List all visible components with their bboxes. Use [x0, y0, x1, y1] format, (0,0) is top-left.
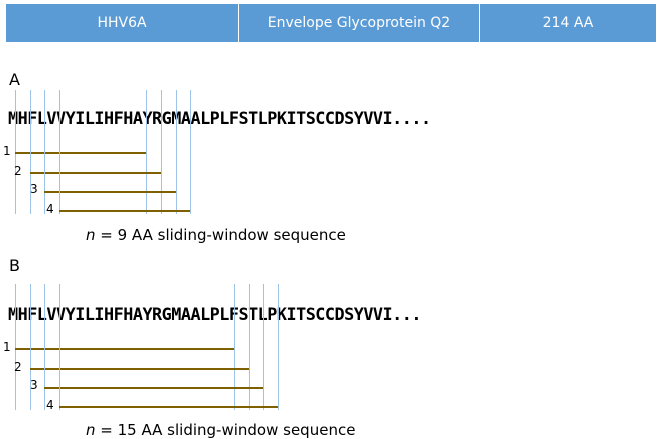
sequence-ellipsis: ....: [392, 108, 431, 128]
window-end-guide: [161, 90, 162, 214]
window-number: 2: [14, 164, 22, 178]
window-bar: [29, 368, 249, 370]
sequence-text: MHFLVVYILIHFHAYRGMAALPLFSTLPKITSCCDSYVVI: [8, 108, 393, 128]
window-number: 1: [3, 144, 11, 158]
window-start-guide: [44, 90, 46, 214]
sequence-ellipsis: ...: [392, 304, 421, 324]
window-bar: [44, 191, 176, 193]
window-bar: [29, 172, 161, 174]
sequence-text: MHFLVVYILIHFHAYRGMAALPLFSTLPKITSCCDSYVVI: [8, 304, 393, 324]
caption-text: = 9 AA sliding-window sequence: [95, 226, 346, 244]
window-number: 4: [46, 202, 54, 216]
window-end-guide: [263, 284, 265, 410]
window-bar: [15, 348, 234, 350]
caption-n: n: [86, 421, 96, 439]
panel-b-label: B: [9, 256, 20, 275]
panel-a-caption: n = 9 AA sliding-window sequence: [86, 226, 346, 244]
window-start-guide: [58, 284, 60, 410]
header-table: HHV6A Envelope Glycoprotein Q2 214 AA: [6, 4, 656, 42]
window-number: 1: [3, 340, 11, 354]
window-bar: [44, 387, 264, 389]
window-end-guide: [190, 90, 192, 214]
caption-text: = 15 AA sliding-window sequence: [95, 421, 356, 439]
window-end-guide: [234, 284, 235, 410]
window-bar: [58, 406, 278, 408]
window-start-guide: [29, 90, 31, 214]
window-start-guide: [15, 284, 16, 410]
virus-cell: HHV6A: [6, 4, 239, 42]
panel-b-caption: n = 15 AA sliding-window sequence: [86, 421, 355, 439]
window-end-guide: [146, 90, 148, 214]
window-number: 3: [30, 182, 38, 196]
window-start-guide: [29, 284, 31, 410]
window-start-guide: [44, 284, 46, 410]
panel-a-label: A: [9, 70, 20, 89]
window-bar: [58, 210, 191, 212]
length-cell: 214 AA: [542, 15, 594, 31]
window-end-guide: [277, 284, 279, 410]
panel-a-sequence: MHFLVVYILIHFHAYRGMAALPLFSTLPKITSCCDSYVVI…: [8, 108, 431, 128]
caption-n: n: [86, 226, 96, 244]
window-number: 4: [46, 398, 54, 412]
window-start-guide: [58, 90, 60, 214]
window-end-guide: [248, 284, 250, 410]
window-bar: [15, 152, 147, 154]
window-end-guide: [175, 90, 177, 214]
protein-cell: Envelope Glycoprotein Q2: [239, 4, 480, 42]
window-number: 3: [30, 378, 38, 392]
panel-b-sequence: MHFLVVYILIHFHAYRGMAALPLFSTLPKITSCCDSYVVI…: [8, 304, 421, 324]
window-number: 2: [14, 360, 22, 374]
